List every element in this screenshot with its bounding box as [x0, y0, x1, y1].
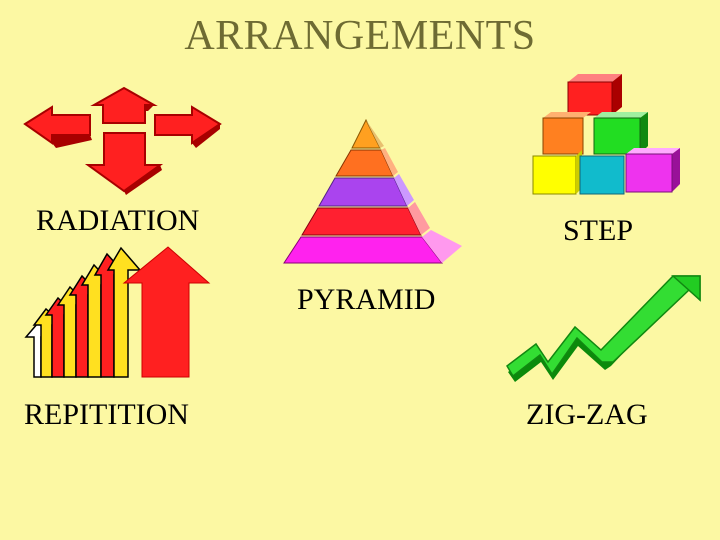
- pyramid-icon: [283, 118, 462, 264]
- step-label: STEP: [563, 214, 634, 247]
- zigzag-arrow-icon: [506, 275, 701, 382]
- step-blocks-icon: [532, 74, 680, 195]
- radiation-arrows-icon: [23, 86, 222, 195]
- page-title: ARRANGEMENTS: [184, 13, 536, 59]
- repitition-arrows-icon: [24, 246, 211, 378]
- repitition-label: REPITITION: [24, 398, 189, 431]
- zigzag-label: ZIG-ZAG: [526, 398, 648, 431]
- radiation-label: RADIATION: [36, 204, 200, 237]
- pyramid-label: PYRAMID: [297, 283, 436, 316]
